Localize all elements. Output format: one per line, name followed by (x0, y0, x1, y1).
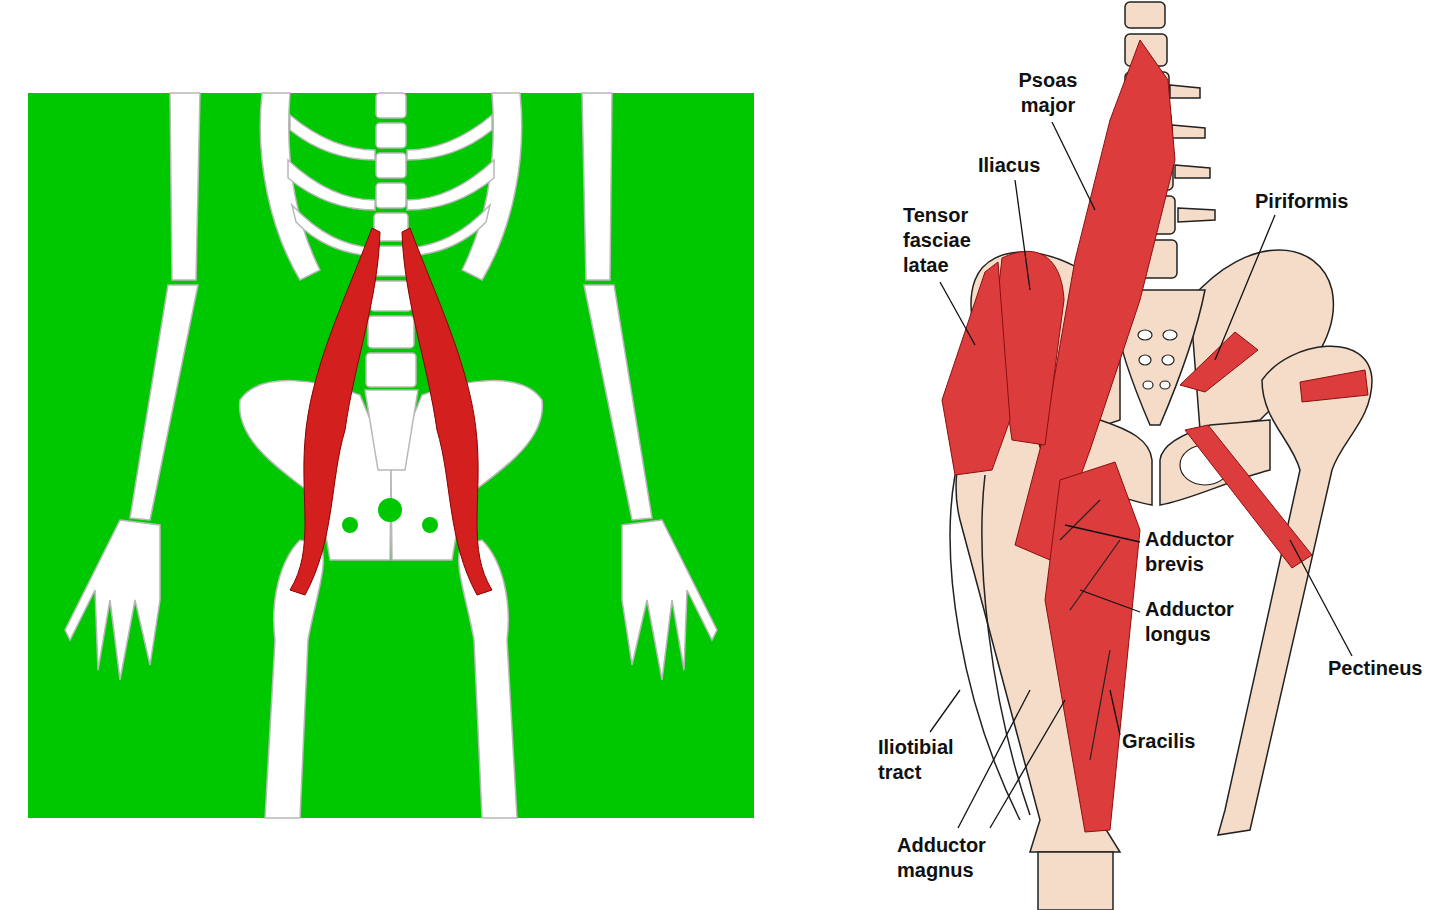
muscle-label: Adductor magnus (897, 833, 1007, 883)
muscle-label: Gracilis (1122, 729, 1195, 754)
muscle-label: Iliotibial tract (878, 735, 968, 785)
muscle-label: Iliacus (978, 153, 1040, 178)
muscle-label: Pectineus (1328, 656, 1422, 681)
muscle-label: Piriformis (1255, 189, 1348, 214)
leader-lines (930, 122, 1352, 828)
muscle-label: Tensor fasciae latae (903, 203, 983, 278)
muscle-label: Psoas major (1005, 68, 1091, 118)
muscle-label: Adductor brevis (1145, 527, 1250, 577)
muscle-label: Adductor longus (1145, 597, 1250, 647)
